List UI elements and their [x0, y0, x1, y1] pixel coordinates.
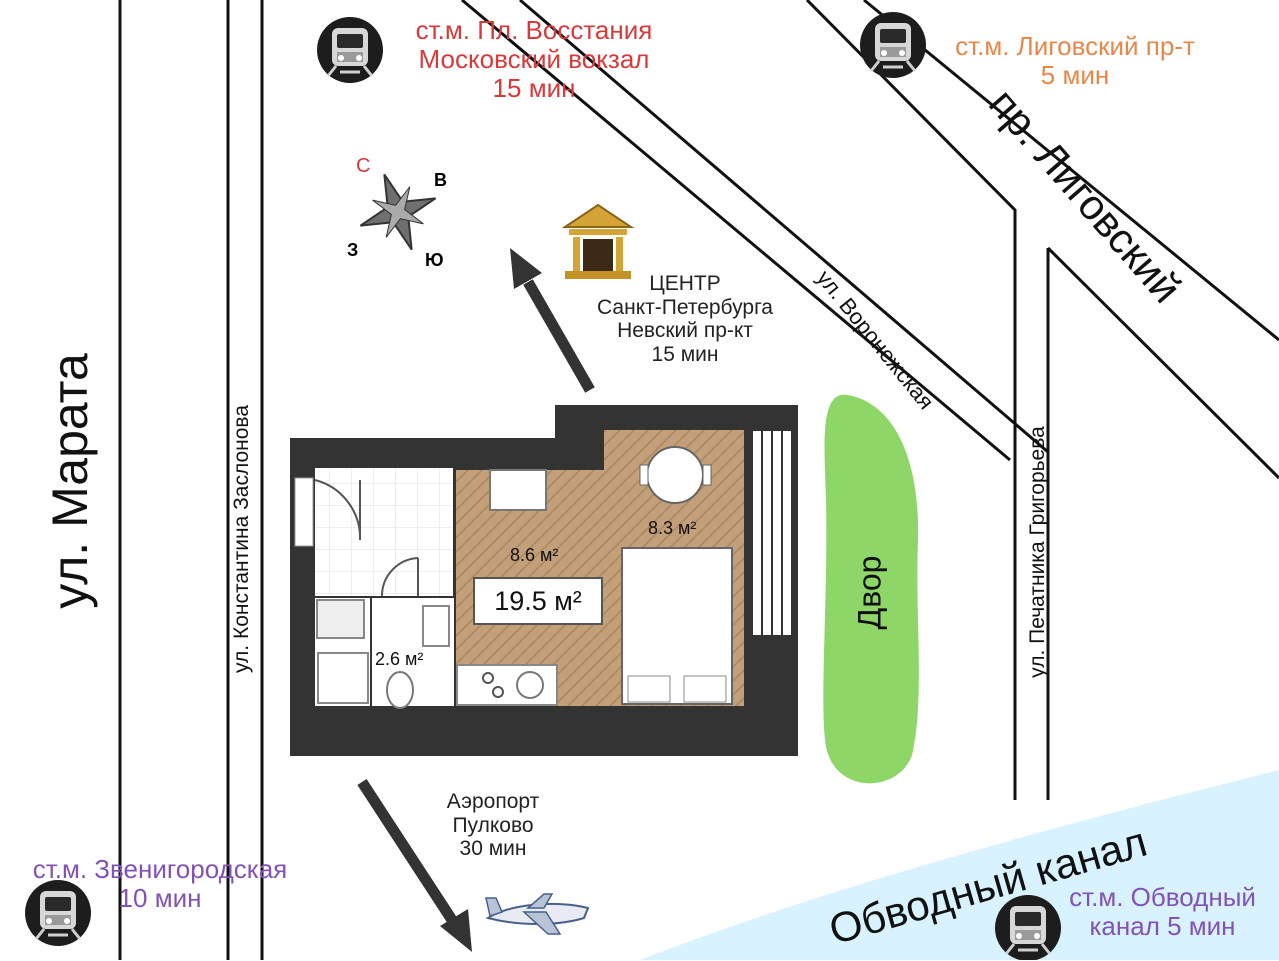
metro-travel-time: 5 мин: [1040, 60, 1110, 91]
street-lines: [118, 0, 1279, 960]
obvodny-canal: [640, 770, 1279, 960]
metro-label-ligovsky: ст.м. Лиговский пр-т 5 мин: [920, 31, 1230, 91]
metro-label-obvodny: ст.м. Обводный канал 5 мин: [1050, 882, 1275, 942]
yard-label: Двор: [851, 555, 888, 630]
airport-title: Аэропорт: [446, 790, 540, 813]
metro-travel-time: 10 мин: [118, 883, 202, 914]
center-time: 15 мин: [651, 342, 719, 366]
metro-station-line2: Московский вокзал: [418, 44, 650, 75]
metro-station-name: ст.м. Обводный: [1069, 882, 1256, 912]
metro-station-name: ст.м. Лиговский пр-т: [955, 31, 1195, 61]
street-grigoryeva: ул. Печатника Григорьева: [1026, 426, 1049, 678]
center-avenue: Невский пр-кт: [617, 319, 753, 343]
airplane-icon: [485, 893, 590, 935]
arrow-icon: [357, 778, 472, 952]
yard: [823, 394, 919, 784]
center-city: Санкт-Петербурга: [597, 295, 773, 319]
airport-time: 30 мин: [459, 837, 527, 861]
kitchen-area: 8.6 м²: [510, 545, 559, 565]
compass-icon: [359, 173, 437, 251]
metro-travel-time: 15 мин: [492, 73, 576, 104]
room-area: 8.3 м²: [648, 518, 697, 538]
metro-icon: [858, 10, 928, 80]
compass-east: В: [434, 170, 447, 190]
floor-plan: [290, 405, 798, 756]
center-title: ЦЕНТР: [649, 272, 721, 295]
metro-icon: [315, 15, 385, 85]
compass-west: З: [347, 240, 359, 260]
street-marata: ул. Марата: [42, 353, 98, 609]
metro-station-name: ст.м. Пл. Восстания: [415, 15, 653, 45]
metro-label-zvenigorodskaya: ст.м. Звенигородская 10 мин: [10, 854, 310, 914]
compass-north: С: [356, 155, 371, 177]
bath-area: 2.6 м²: [375, 649, 424, 669]
compass-south: Ю: [425, 250, 444, 270]
arrow-icon: [510, 248, 595, 393]
total-area: 19.5 м²: [494, 586, 582, 616]
metro-station-line2: канал 5 мин: [1089, 911, 1236, 942]
center-info: ЦЕНТР Санкт-Петербурга Невский пр-кт 15 …: [570, 272, 800, 366]
airport-name: Пулково: [452, 813, 534, 837]
airport-info: Аэропорт Пулково 30 мин: [418, 790, 568, 861]
museum-icon: [561, 203, 635, 279]
metro-label-vosstaniya: ст.м. Пл. Восстания Московский вокзал 15…: [384, 15, 684, 104]
street-zaslonova: ул. Константина Заслонова: [230, 405, 253, 673]
metro-station-name: ст.м. Звенигородская: [32, 854, 288, 884]
